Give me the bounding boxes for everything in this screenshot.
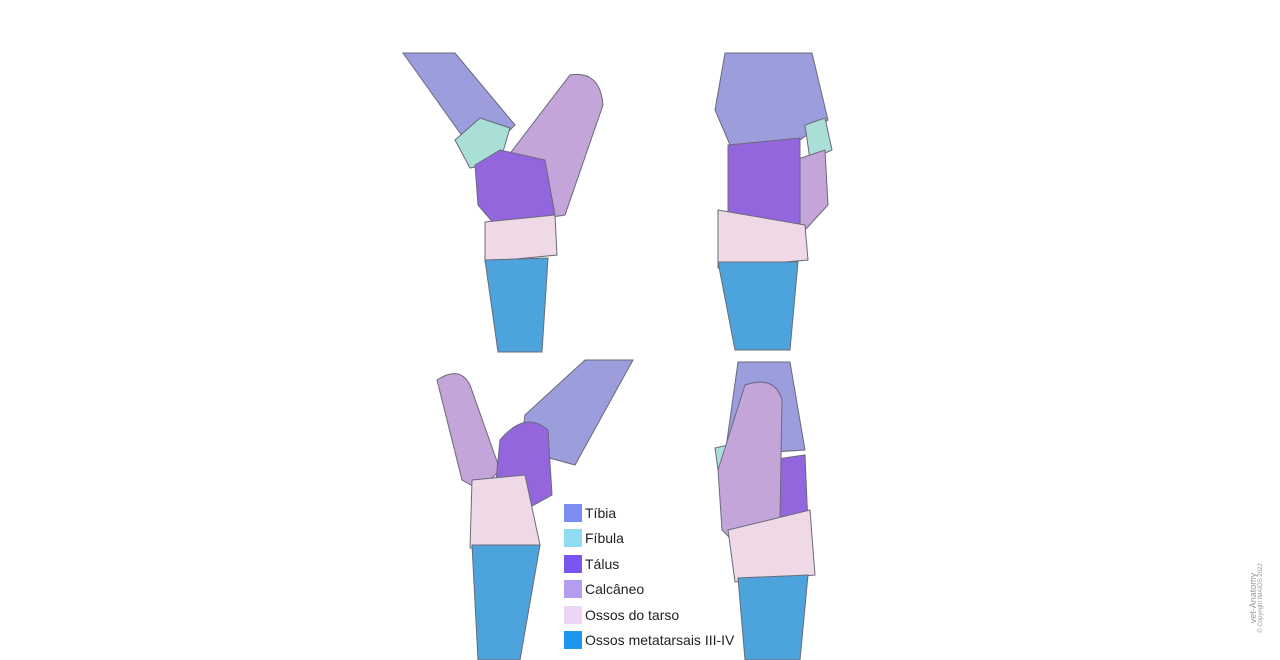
legend: Tíbia Fíbula Tálus Calcâneo Ossos do tar… bbox=[564, 500, 734, 653]
view-dorsal-top-right bbox=[714, 52, 833, 351]
swatch bbox=[564, 554, 582, 573]
swatch bbox=[564, 580, 582, 599]
legend-item-metatarsal: Ossos metatarsais III-IV bbox=[564, 628, 734, 654]
metatarsal bbox=[484, 257, 549, 353]
tarsus bbox=[717, 209, 809, 269]
legend-label: Calcâneo bbox=[585, 581, 645, 598]
legend-label: Fíbula bbox=[585, 530, 624, 547]
legend-label: Tíbia bbox=[585, 504, 617, 521]
tarsus bbox=[484, 214, 558, 263]
legend-item-calcaneus: Calcâneo bbox=[564, 577, 734, 603]
swatch bbox=[564, 631, 582, 650]
view-medial-bottom-left bbox=[436, 359, 634, 660]
metatarsal bbox=[471, 544, 541, 660]
legend-label: Tálus bbox=[585, 555, 620, 572]
metatarsal bbox=[717, 261, 799, 351]
view-lateral-top-left bbox=[402, 52, 604, 353]
watermark: vet-Anatomy © Copyright IMAIOS 2022 bbox=[1248, 538, 1264, 658]
talus bbox=[474, 149, 556, 226]
view-plantar-bottom-right bbox=[714, 361, 816, 660]
swatch bbox=[564, 605, 582, 624]
watermark-copyright: © Copyright IMAIOS 2022 bbox=[1258, 563, 1264, 633]
legend-item-tibia: Tíbia bbox=[564, 500, 734, 526]
swatch bbox=[564, 503, 582, 522]
talus bbox=[727, 137, 801, 226]
watermark-brand: vet-Anatomy bbox=[1248, 572, 1258, 624]
swatch bbox=[564, 529, 582, 548]
calcaneus bbox=[436, 373, 501, 491]
metatarsal bbox=[737, 574, 809, 660]
legend-item-tarsal: Ossos do tarso bbox=[564, 602, 734, 628]
legend-label: Ossos metatarsais III-IV bbox=[585, 632, 735, 649]
legend-label: Ossos do tarso bbox=[585, 606, 680, 623]
legend-item-talus: Tálus bbox=[564, 551, 734, 577]
tarsus bbox=[727, 509, 816, 583]
legend-item-fibula: Fíbula bbox=[564, 526, 734, 552]
